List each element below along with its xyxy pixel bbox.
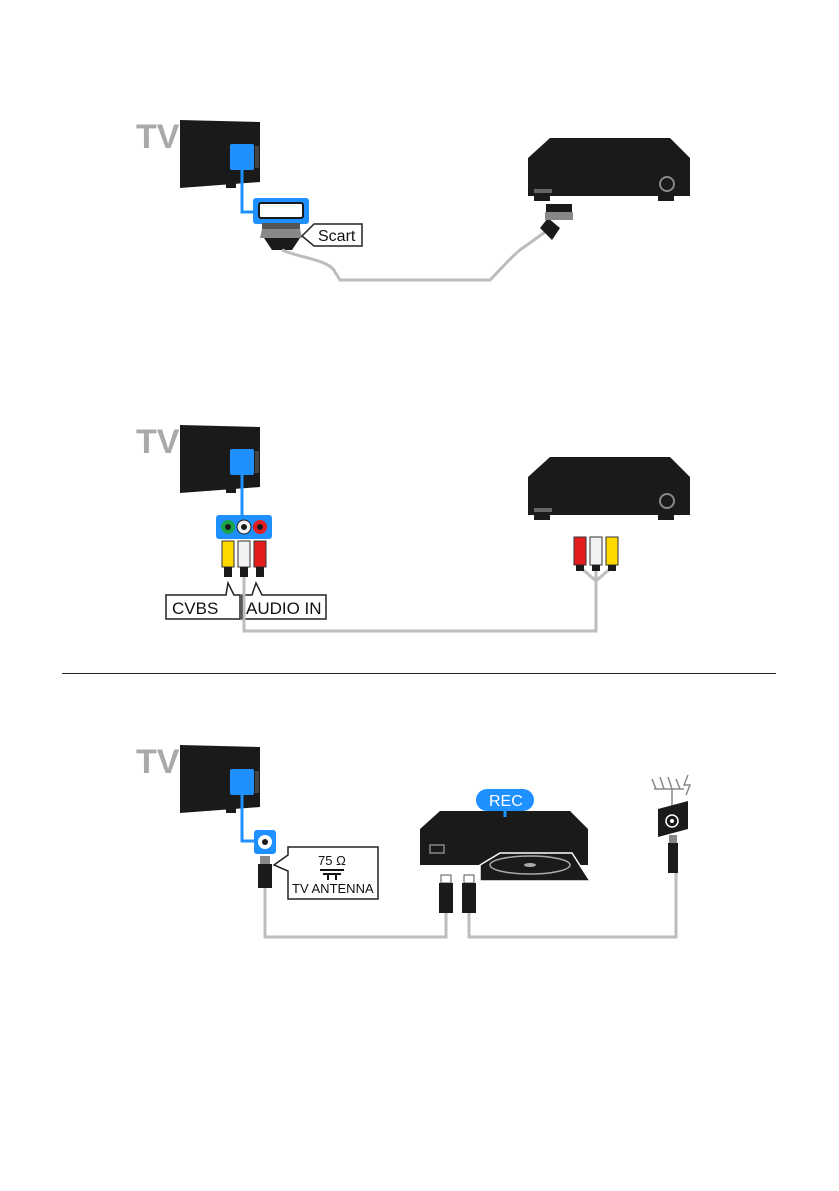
tv-antenna-label: TV ANTENNA bbox=[292, 881, 374, 896]
rca-port-panel-icon bbox=[216, 515, 272, 539]
audio-in-label: AUDIO IN bbox=[246, 599, 322, 618]
tv-label: TV bbox=[136, 743, 180, 781]
tv-icon bbox=[180, 745, 260, 813]
impedance-label: 75 Ω bbox=[318, 853, 346, 868]
tv-icon bbox=[180, 120, 260, 188]
cvbs-label: CVBS bbox=[172, 599, 218, 618]
diagram-cvbs: TV CVBS AUDIO IN bbox=[0, 405, 839, 645]
disc-tray-icon bbox=[480, 853, 590, 881]
rca-plugs-tv-icon bbox=[222, 541, 266, 577]
coax-plug-tv-icon bbox=[258, 856, 272, 888]
tv-label: TV bbox=[136, 118, 180, 156]
tv-icon bbox=[180, 425, 260, 493]
antenna-callout: 75 Ω TV ANTENNA bbox=[274, 847, 378, 899]
recorder-icon bbox=[420, 811, 590, 881]
coax-cable-recorder-antenna bbox=[469, 873, 676, 937]
rca-plugs-device-icon bbox=[574, 537, 618, 571]
diagram-antenna-recorder: TV 75 Ω TV ANTENNA bbox=[0, 725, 839, 955]
diagram-scart: TV Scart bbox=[0, 100, 839, 300]
set-top-box-icon bbox=[528, 457, 690, 520]
coax-plugs-recorder-icon bbox=[439, 875, 476, 913]
tv-label: TV bbox=[136, 423, 180, 461]
scart-label: Scart bbox=[318, 228, 356, 245]
section-divider bbox=[62, 673, 776, 674]
scart-plug-device-icon bbox=[540, 204, 573, 240]
cvbs-audio-callout: CVBS AUDIO IN bbox=[166, 583, 326, 619]
wall-socket-icon bbox=[658, 801, 688, 873]
scart-callout: Scart bbox=[302, 224, 362, 246]
scart-port-icon bbox=[253, 198, 309, 229]
rec-label: REC bbox=[489, 793, 523, 810]
scart-plug-icon bbox=[260, 229, 302, 250]
antenna-port-icon bbox=[254, 830, 276, 854]
set-top-box-icon bbox=[528, 138, 690, 201]
